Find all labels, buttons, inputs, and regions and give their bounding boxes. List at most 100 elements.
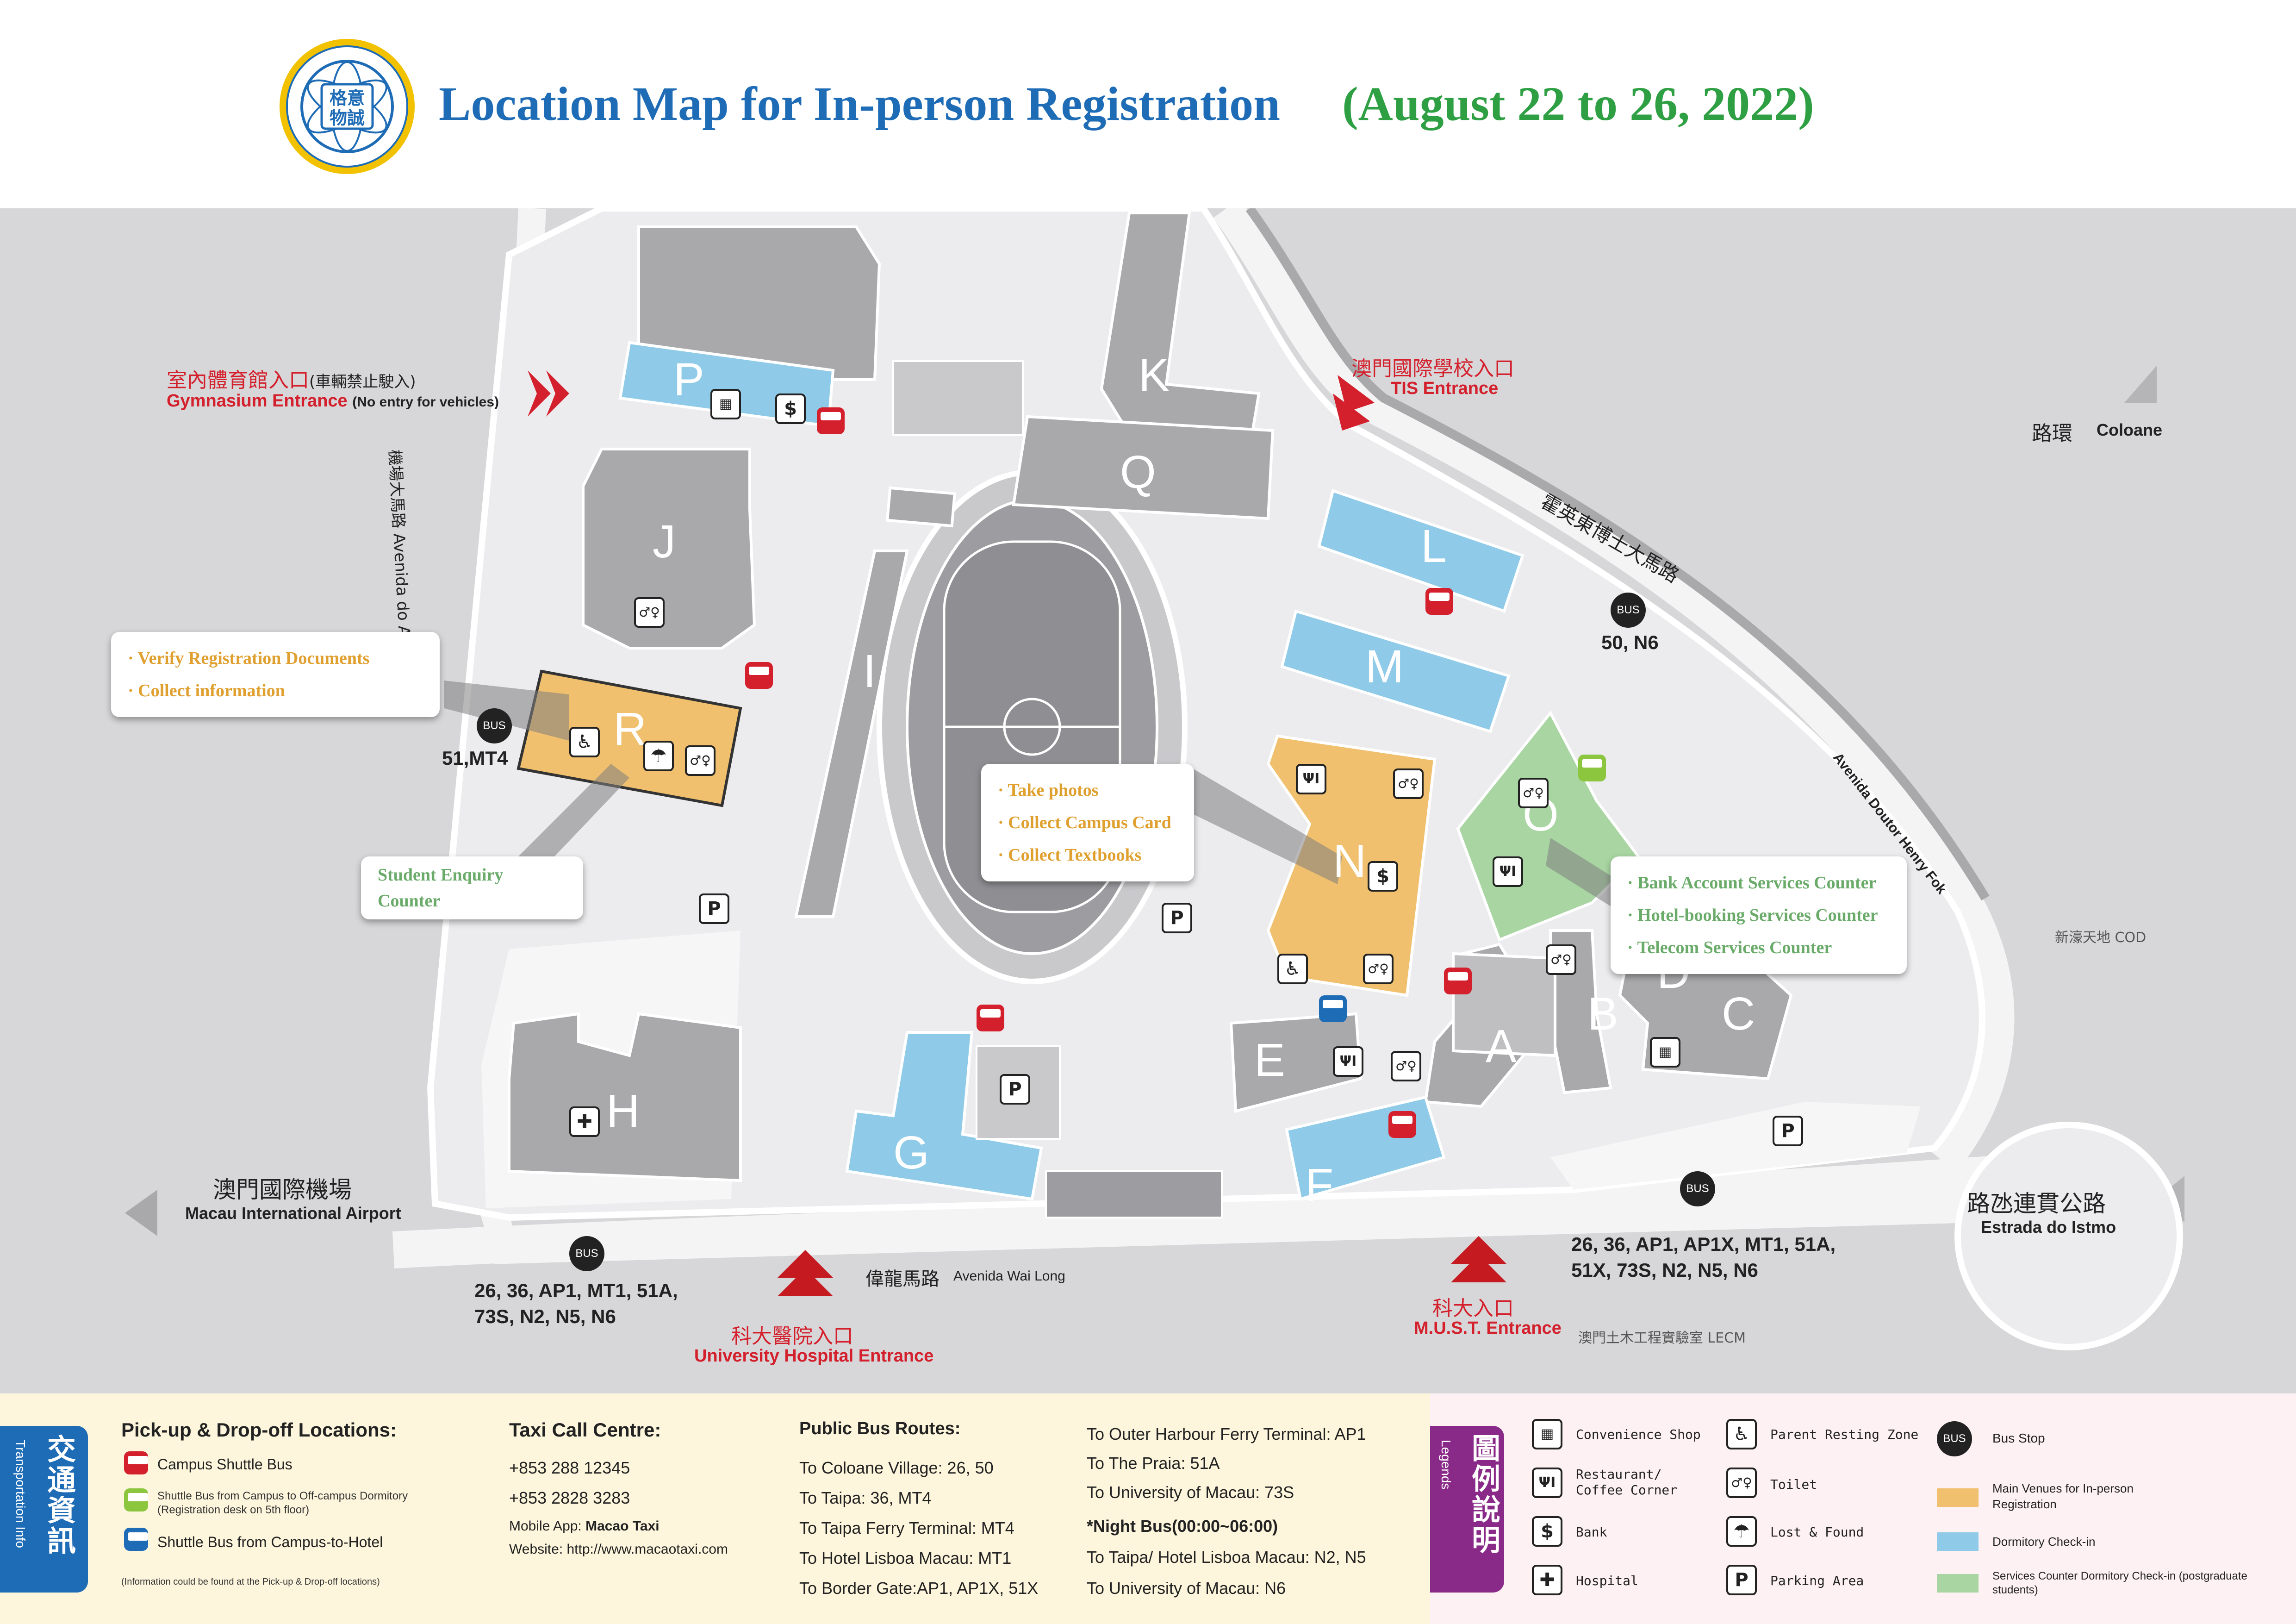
hotel-shuttle-bus-legend-icon — [124, 1528, 148, 1551]
campus-shuttle-bus-marker[interactable] — [1388, 1111, 1416, 1138]
taxi-phone-1: +853 288 12345 — [509, 1458, 630, 1477]
campus-shuttle-bus-marker[interactable] — [817, 407, 845, 434]
bus-route-line: To Taipa Ferry Terminal: MT4 — [799, 1518, 1014, 1537]
campus-shuttle-bus-legend-icon — [124, 1451, 148, 1474]
bus-stop-south-west[interactable]: BUS — [569, 1236, 604, 1271]
toilet-icon: ♂♀ — [634, 597, 665, 628]
legend-toilet: Toilet — [1770, 1477, 1817, 1492]
callout-verify-line-2: · Collect information — [128, 681, 285, 700]
road-henry-fok-shadow — [1245, 208, 1990, 901]
transportation-info-tab-en: Transportation Info — [13, 1440, 28, 1548]
bus-stop-icon: BUS — [1937, 1421, 1972, 1456]
toilet-icon: ♂♀ — [1518, 778, 1549, 808]
bank-icon: $ — [1368, 861, 1398, 892]
istmo-label-cn: 路氹連貫公路 — [1967, 1190, 2106, 1217]
istmo-roundabout — [1954, 1122, 2183, 1350]
coloane-arrow — [2124, 366, 2157, 403]
bus-stop-south-east[interactable]: BUS — [1680, 1171, 1715, 1206]
hospital-entrance-label-cn: 科大醫院入口 — [731, 1324, 853, 1348]
bus-route-line: To Border Gate:AP1, AP1X, 51X — [799, 1579, 1039, 1598]
bus-route-line: To Taipa: 36, MT4 — [799, 1488, 932, 1507]
callout-pointer-n — [1185, 764, 1342, 884]
transportation-info-tab — [0, 1426, 88, 1593]
building-label-p: P — [673, 354, 704, 406]
callout-student-enquiry: Student Enquiry Counter — [361, 856, 583, 919]
building-j — [582, 448, 756, 650]
building-small-north — [885, 486, 957, 528]
campus-shuttle-bus-marker[interactable] — [1425, 588, 1453, 615]
taxi-phone-2: +853 2828 3283 — [509, 1488, 630, 1507]
pickup-item-2: Shuttle Bus from Campus to Off-campus Do… — [157, 1490, 408, 1502]
pickup-item-3: Shuttle Bus from Campus-to-Hotel — [157, 1534, 383, 1550]
legend-registration: Main Venues for In-person Registration — [1992, 1481, 2134, 1511]
bus-stop-north[interactable]: BUS — [1611, 593, 1646, 628]
callout-n-line-3: · Collect Textbooks — [998, 845, 1142, 865]
svg-text:格意: 格意 — [330, 88, 365, 108]
toilet-icon: ♂♀ — [1391, 1051, 1421, 1081]
callout-o-line-3: · Telecom Services Counter — [1627, 938, 1832, 957]
building-label-a: A — [1486, 1020, 1517, 1072]
night-bus-line: To Taipa/ Hotel Lisboa Macau: N2, N5 — [1087, 1548, 1366, 1567]
hospital-icon: ✚ — [1532, 1565, 1562, 1595]
hotel-shuttle-bus-marker[interactable] — [1319, 995, 1347, 1022]
callout-o-line-2: · Hotel-booking Services Counter — [1627, 906, 1878, 925]
svg-text:物誠: 物誠 — [330, 108, 365, 128]
bus-routes-heading: Public Bus Routes: — [799, 1419, 961, 1438]
airport-arrow — [125, 1190, 157, 1236]
lost-found-icon: ☂ — [1726, 1516, 1757, 1547]
campus-shuttle-bus-marker[interactable] — [745, 662, 773, 689]
building-label-j: J — [653, 516, 676, 568]
legend-parking: Parking Area — [1770, 1573, 1864, 1588]
gymnasium-entrance-arrow — [528, 370, 569, 417]
callout-pointer-o — [1546, 838, 1624, 912]
bus-route-line: To Coloane Village: 26, 50 — [799, 1458, 994, 1477]
tis-entrance-arrow — [1333, 375, 1375, 431]
bus-routes-south-east-1: 26, 36, AP1, AP1X, MT1, 51A, — [1571, 1233, 1836, 1255]
callout-n-line-2: · Collect Campus Card — [998, 813, 1171, 832]
transportation-info-panel — [0, 1393, 1430, 1624]
airport-label-cn: 澳門國際機場 — [213, 1176, 352, 1203]
pickup-heading: Pick-up & Drop-off Locations: — [121, 1419, 397, 1441]
hospital-entrance-label-en: University Hospital Entrance — [694, 1346, 934, 1366]
taxi-heading: Taxi Call Centre: — [509, 1419, 661, 1441]
parent-resting-zone-icon: ♿ — [1726, 1419, 1757, 1449]
bus-stop-west[interactable]: BUS — [477, 708, 512, 743]
taxi-website[interactable]: Website: http://www.macaotaxi.com — [509, 1542, 728, 1557]
bus-routes-north: 50, N6 — [1601, 631, 1659, 653]
pickup-item-2-sub: (Registration desk on 5th floor) — [157, 1504, 310, 1516]
building-label-q: Q — [1120, 446, 1156, 498]
campus-shuttle-bus-marker[interactable] — [977, 1005, 1004, 1031]
callout-services-counter: · Bank Account Services Counter · Hotel-… — [1611, 856, 1907, 974]
restaurant-icon: ΨΙ — [1296, 764, 1326, 794]
road-henry-fok — [1213, 208, 2015, 1173]
restaurant-icon: ΨΙ — [1532, 1468, 1562, 1498]
campus-shuttle-bus-marker[interactable] — [1444, 968, 1472, 994]
night-bus-heading: *Night Bus(00:00~06:00) — [1087, 1517, 1278, 1536]
bus-route-line: To University of Macau: 73S — [1087, 1483, 1294, 1502]
toilet-icon: ♂♀ — [1363, 954, 1394, 984]
bus-route-line: To Hotel Lisboa Macau: MT1 — [799, 1549, 1012, 1568]
parking-icon: P — [1162, 903, 1192, 933]
bus-routes-west: 51,MT4 — [442, 747, 508, 769]
parking-icon: P — [1000, 1074, 1030, 1105]
restaurant-icon: ΨΙ — [1333, 1046, 1363, 1077]
callout-verify-documents: · Verify Registration Documents · Collec… — [111, 632, 440, 717]
cod-label: 新濠天地 COD — [2055, 930, 2147, 946]
building-a-b-link — [1452, 952, 1556, 1057]
legend-parent-resting-zone: Parent Resting Zone — [1770, 1427, 1919, 1442]
toilet-icon: ♂♀ — [1546, 944, 1576, 975]
building-label-i: I — [863, 645, 876, 697]
road-avenida-wai-long — [392, 1153, 2038, 1268]
lecm-label: 澳門土木工程實驗室 LECM — [1578, 1330, 1746, 1346]
transportation-info-tab-cn: 交通資訊 — [42, 1434, 76, 1556]
legend-panel — [1430, 1393, 2296, 1624]
bank-icon: $ — [1532, 1516, 1562, 1547]
airport-label-en: Macau International Airport — [185, 1204, 401, 1223]
building-label-k: K — [1139, 349, 1170, 401]
legend-convenience-shop: Convenience Shop — [1576, 1427, 1701, 1442]
istmo-label-en: Estrada do Istmo — [1981, 1218, 2116, 1237]
dormitory-shuttle-bus-marker[interactable] — [1578, 755, 1606, 781]
must-entrance-arrow — [1451, 1236, 1506, 1282]
page-title: Location Map for In-person Registration — [439, 77, 1281, 131]
building-l — [1317, 489, 1524, 613]
